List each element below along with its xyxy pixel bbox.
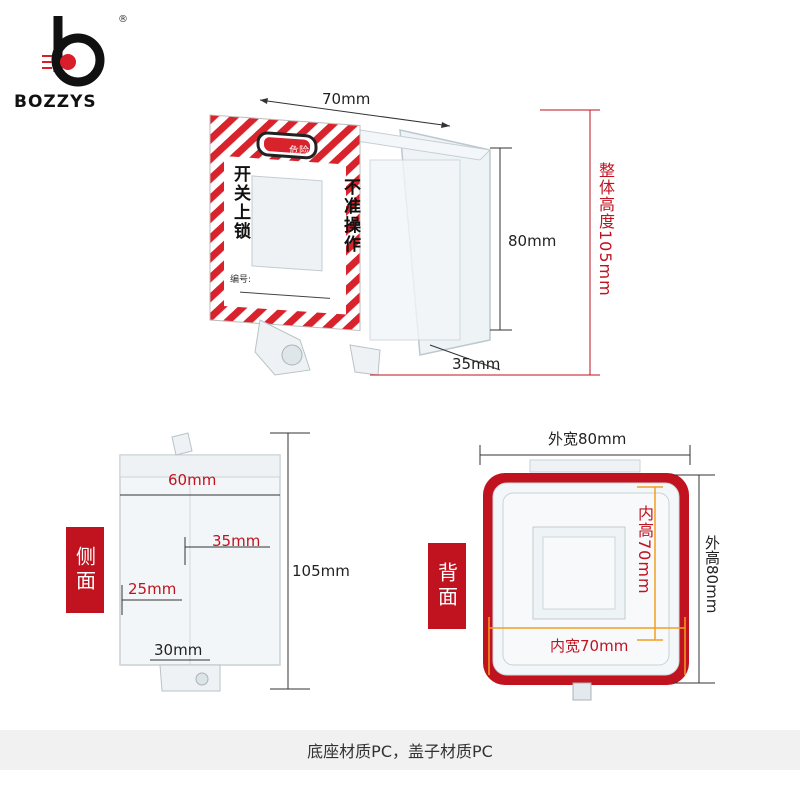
top-depth-label: 35mm bbox=[452, 355, 501, 373]
side-width-label: 60mm bbox=[168, 471, 217, 489]
number-label: 编号: bbox=[230, 275, 252, 285]
inner-width-label: 内宽70mm bbox=[550, 637, 629, 655]
brand-name: BOZZYS bbox=[14, 92, 97, 112]
outer-width-label: 外宽80mm bbox=[548, 430, 627, 448]
back-view-tag: 背面 bbox=[428, 543, 466, 629]
registered-mark: ® bbox=[118, 14, 128, 25]
inner-height-label: 内高70mm bbox=[635, 505, 654, 595]
top-width-label: 70mm bbox=[322, 90, 371, 108]
side-inner-35-label: 35mm bbox=[212, 532, 261, 550]
top-height-label: 80mm bbox=[508, 232, 557, 250]
material-footer: 底座材质PC，盖子材质PC bbox=[0, 730, 800, 770]
side-product-illustration bbox=[119, 432, 310, 692]
top-product-illustration bbox=[209, 114, 492, 376]
top-dimension-lines bbox=[259, 98, 600, 376]
danger-label: 危险 bbox=[289, 146, 309, 157]
back-product-illustration bbox=[479, 445, 715, 701]
logo-icon bbox=[42, 16, 105, 87]
warning-text-right: 不准操作 bbox=[340, 178, 360, 254]
side-height-label: 105mm bbox=[292, 562, 350, 580]
warning-text-left: 开关上锁 bbox=[230, 165, 250, 241]
outer-height-label: 外高80mm bbox=[703, 535, 721, 614]
total-height-label: 整体高度105mm bbox=[596, 162, 615, 297]
side-bottom-label: 30mm bbox=[154, 641, 203, 659]
side-inner-25-label: 25mm bbox=[128, 580, 177, 598]
side-view-tag: 侧面 bbox=[66, 527, 104, 613]
material-text: 底座材质PC，盖子材质PC bbox=[307, 742, 493, 761]
